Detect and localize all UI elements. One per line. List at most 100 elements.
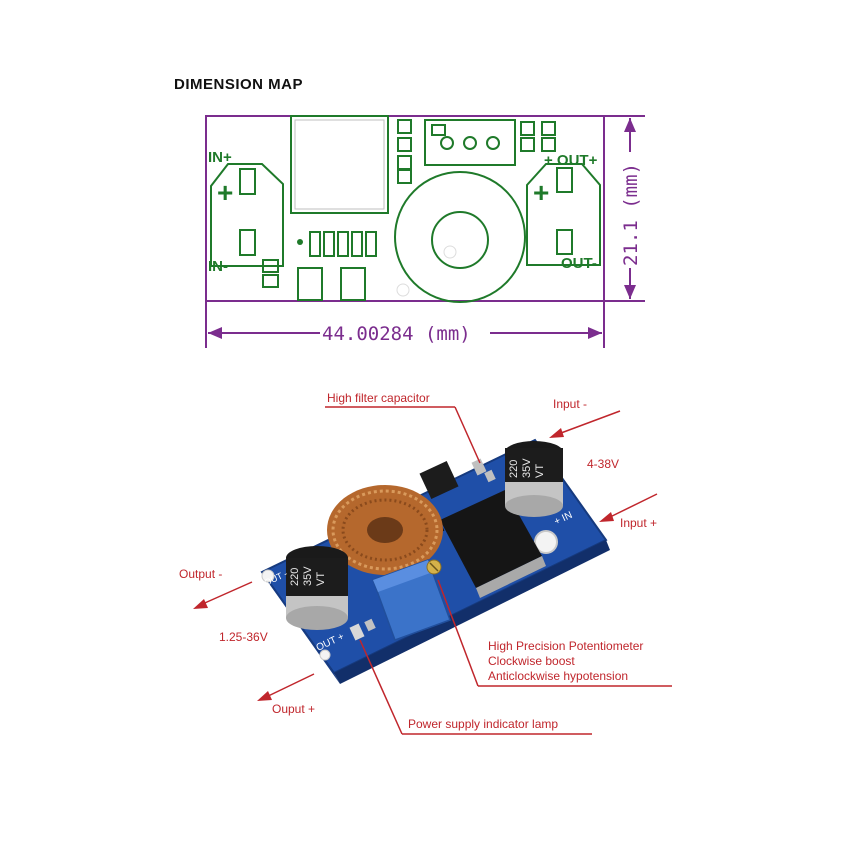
mounting-hole-bottom — [319, 649, 331, 661]
output-pad-top — [556, 167, 573, 193]
output-capacitor-sleeve — [286, 558, 348, 596]
callout-lamp-label: Power supply indicator lamp — [408, 717, 558, 731]
potentiometer-top — [373, 560, 433, 592]
inductor-core — [367, 517, 403, 543]
callout-output-plus-label: Ouput + — [272, 702, 315, 716]
callout-output-minus-arrow — [197, 581, 253, 607]
smd-pad-4 — [397, 169, 412, 184]
led-resistor — [364, 618, 376, 632]
smd-pad-3 — [397, 155, 412, 170]
pot-pad-3 — [337, 231, 349, 257]
width-label: 44.00284 (mm) — [322, 323, 471, 345]
callout-pot-line1: High Precision Potentiometer — [488, 639, 643, 653]
input-cap-value: 220 — [508, 460, 520, 478]
connector-pin-2 — [463, 136, 477, 150]
width-arrow-right — [588, 327, 602, 339]
page-title: DIMENSION MAP — [174, 76, 304, 93]
callout-capacitor-leader — [454, 406, 481, 464]
output-terminal-outline — [526, 163, 601, 266]
callout-pot-leader — [437, 579, 479, 687]
indicator-led — [349, 623, 365, 641]
connector-notch — [431, 124, 446, 136]
input-cap-voltage: 35V — [521, 458, 533, 478]
output-pad-bottom — [556, 229, 573, 255]
callout-pot-line3: Anticlockwise hypotension — [488, 669, 628, 683]
input-pad-top — [239, 168, 256, 195]
plus-symbol-right: + — [533, 177, 549, 208]
output-capacitor-base — [286, 606, 348, 630]
smd-chip — [484, 469, 496, 483]
connector-footprint — [424, 119, 516, 166]
board-outline — [205, 115, 605, 302]
callout-capacitor-label: High filter capacitor — [327, 391, 430, 405]
smd-pad-1 — [397, 119, 412, 134]
callout-pot-line2: Clockwise boost — [488, 654, 575, 668]
filter-cap-smd — [471, 458, 487, 476]
pot-pad-2 — [323, 231, 335, 257]
smd-pad-2 — [397, 137, 412, 152]
connector-pin-3 — [486, 136, 500, 150]
callouts: High filter capacitor Input - 4-38V Inpu… — [179, 391, 672, 735]
output-cap-mark: VT — [315, 572, 327, 586]
input-capacitor-base — [505, 495, 563, 517]
mounting-hole-right — [534, 530, 558, 554]
callout-output-minus-label: Output - — [179, 567, 222, 581]
ic-footprint — [290, 115, 389, 214]
pot-pad-1 — [309, 231, 321, 257]
potentiometer-screw-slot — [429, 562, 439, 572]
height-label: 21.1 (mm) — [620, 163, 642, 266]
callout-output-plus-arrow — [261, 673, 315, 700]
mounting-hole-left — [261, 569, 275, 583]
plus-symbol-left: + — [217, 177, 233, 208]
input-cap-mark: VT — [534, 464, 546, 478]
hole-mark — [443, 245, 457, 259]
pot-pad-4 — [351, 231, 363, 257]
callout-input-plus-head — [599, 512, 614, 522]
smd-pad-8 — [541, 137, 556, 152]
callout-lamp-leader — [359, 639, 403, 735]
smd-pad-7 — [520, 137, 535, 152]
inductor-winding — [331, 489, 439, 571]
inductor-winding-inner — [341, 498, 429, 562]
inductor-inner — [431, 211, 489, 269]
callout-input-minus-arrow — [552, 410, 621, 437]
label-in-minus: IN- — [208, 258, 228, 275]
label-out-plus: + OUT+ — [544, 152, 598, 169]
pcb-edge-bottom — [334, 540, 610, 684]
inductor-outer — [394, 171, 526, 303]
callout-output-voltage: 1.25-36V — [219, 630, 268, 644]
led-pad-1 — [262, 259, 279, 273]
regulator-tab — [476, 556, 546, 598]
height-arrow-top — [624, 118, 636, 132]
width-arrow-left — [208, 327, 222, 339]
diode-pad-1 — [297, 267, 323, 301]
height-arrow-bottom — [624, 285, 636, 299]
smd-pad-5 — [520, 121, 535, 136]
ic-footprint-inner — [294, 119, 385, 210]
label-in-plus: IN+ — [208, 149, 232, 166]
callout-input-plus-label: Input + — [620, 516, 657, 530]
callout-input-plus-arrow — [603, 493, 658, 521]
callout-input-minus-label: Input - — [553, 397, 587, 411]
hole-mark-2 — [396, 283, 410, 297]
callout-output-minus-head — [193, 599, 208, 609]
pot-pad-5 — [365, 231, 377, 257]
callout-input-voltage: 4-38V — [587, 457, 619, 471]
pin-one-dot — [297, 239, 303, 245]
transistor — [419, 460, 459, 500]
smd-pad-6 — [541, 121, 556, 136]
led-pad-2 — [262, 274, 279, 288]
output-cap-value: 220 — [289, 568, 301, 586]
connector-pin-1 — [440, 136, 454, 150]
input-capacitor-sleeve — [505, 448, 563, 482]
output-cap-voltage: 35V — [302, 566, 314, 586]
callout-output-plus-head — [257, 691, 272, 701]
diode-pad-2 — [340, 267, 366, 301]
input-terminal-outline — [210, 163, 284, 267]
input-pad-bottom — [239, 229, 256, 256]
label-out-minus: OUT- — [561, 255, 597, 272]
callout-input-minus-head — [549, 428, 564, 438]
board-illustration: 220 35V VT 220 35V VT OUT + + IN OUT - — [260, 438, 610, 684]
